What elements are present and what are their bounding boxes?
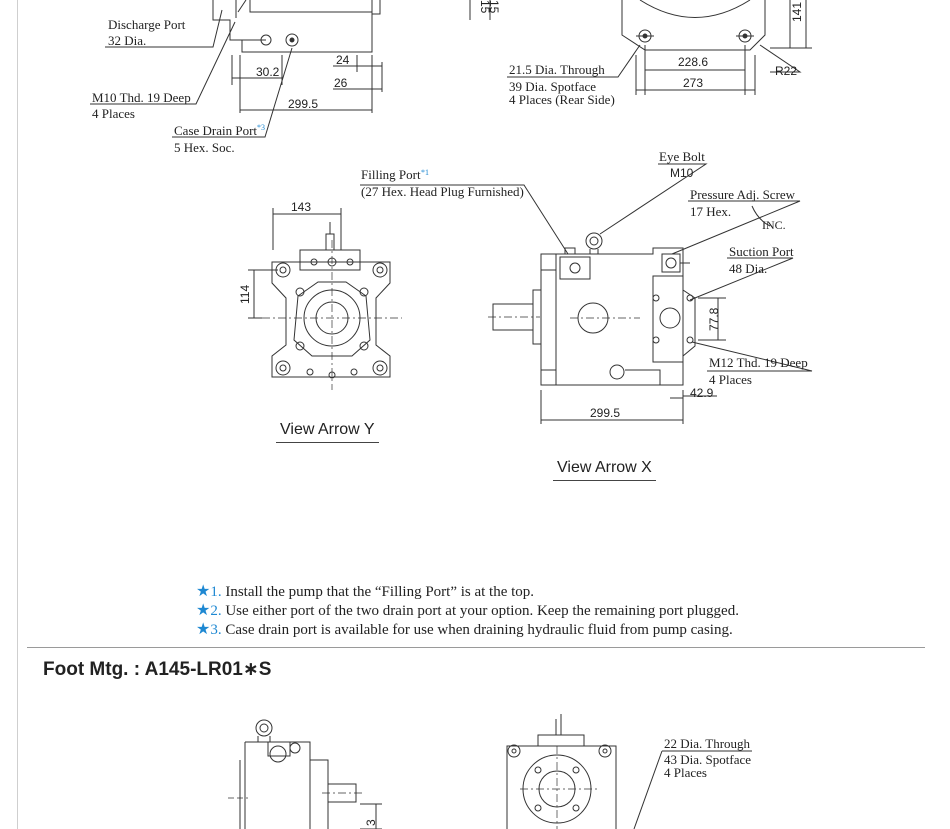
note-1-text: Install the pump that the “Filling Port”… [221,584,535,600]
filling-port-star: *1 [421,168,429,177]
dim-24: 24 [336,53,350,67]
case-drain-port-label: Case Drain Port [174,123,257,138]
m12-thread-label: M12 Thd. 19 Deep [709,355,808,370]
note-2: ★2. Use either port of the two drain por… [196,601,816,620]
note-3: ★3. Case drain port is available for use… [196,620,816,639]
star-icon: ★ [196,602,211,619]
top-side-view [90,0,491,138]
m12-places-label: 4 Places [709,372,752,387]
m10-places-label: 4 Places [92,106,135,121]
note-2-number: 2. [210,603,222,619]
inc-label: INC. [762,218,786,232]
view-arrow-y-text: View Arrow Y [280,421,375,438]
dim-228-6: 228.6 [678,55,708,69]
dim-273: 273 [683,76,703,90]
dia-22-label: 22 Dia. Through [664,736,751,751]
star-icon: ★ [196,621,211,638]
view-arrow-y-label: View Arrow Y [276,421,379,443]
dia-through-label: 21.5 Dia. Through [509,62,605,77]
suction-port-label: Suction Port [729,244,794,259]
bottom-front-view [506,714,752,829]
eye-bolt-m10: M10 [670,166,694,180]
dim-114: 114 [238,285,252,304]
section-divider [27,647,925,648]
bottom-side-view [228,719,382,829]
case-drain-hex-label: 5 Hex. Soc. [174,140,235,155]
eye-bolt-label: Eye Bolt [659,149,705,164]
dim-15-b: 15 [478,0,492,14]
dim-42-9: 42.9 [690,386,714,400]
dim-299-5-view-x: 299.5 [590,406,620,420]
discharge-dia-label: 32 Dia. [108,33,146,48]
note-3-number: 3. [210,622,222,638]
dim-143: 143 [291,200,311,214]
spotface-43-label: 43 Dia. Spotface [664,752,751,767]
dim-r22: R22 [775,64,797,78]
dim-141: 141 [790,2,804,22]
star-icon: ★ [196,583,211,600]
view-x-drawing [360,163,813,424]
filling-plug-label: (27 Hex. Head Plug Furnished) [361,184,524,199]
m10-thread-label: M10 Thd. 19 Deep [92,90,191,105]
note-1-number: 1. [210,584,222,600]
discharge-port-label: Discharge Port [108,17,186,32]
spotface-label: 39 Dia. Spotface [509,79,596,94]
note-1: ★1. Install the pump that the “Filling P… [196,582,816,601]
dim-299-5-top: 299.5 [288,97,318,111]
filling-port-label: Filling Port [361,167,421,182]
section-title: Foot Mtg. : A145-LR01∗S [43,659,272,680]
dim-30-2: 30.2 [256,65,280,79]
view-arrow-x-underline [553,480,656,481]
dim-77-8: 77.8 [707,307,721,331]
pressure-adj-label: Pressure Adj. Screw [690,187,796,202]
top-front-view [507,0,812,95]
note-2-text: Use either port of the two drain port at… [221,603,739,619]
notes-list: ★1. Install the pump that the “Filling P… [196,582,816,639]
view-arrow-x-text: View Arrow X [557,459,652,476]
bottom-places-label: 4 Places [664,765,707,780]
places-rear-label: 4 Places (Rear Side) [509,92,615,107]
dim-cut-bottom: 3 [364,819,378,826]
hex-17-label: 17 Hex. [690,204,731,219]
dim-26: 26 [334,76,348,90]
suction-dia-label: 48 Dia. [729,261,767,276]
view-arrow-y-underline [276,442,379,443]
view-y-drawing [248,208,402,390]
left-border-line [17,0,18,829]
note-3-text: Case drain port is available for use whe… [221,622,733,638]
view-arrow-x-label: View Arrow X [553,459,656,481]
case-drain-star: *3 [257,123,265,132]
dim-15-a: 15 [487,0,501,14]
